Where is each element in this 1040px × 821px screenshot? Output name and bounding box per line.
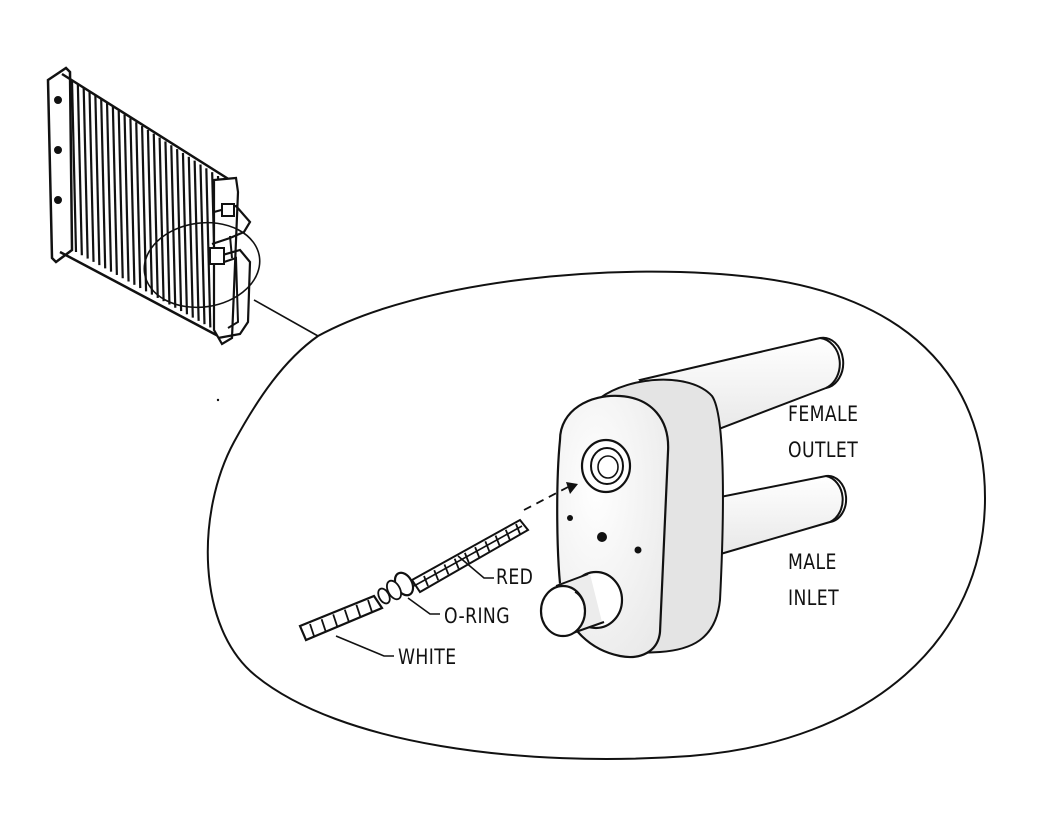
sensor-probe xyxy=(298,482,578,642)
label-white: WHITE xyxy=(398,645,457,669)
probe-section-red xyxy=(423,523,521,587)
label-female: FEMALE xyxy=(788,402,859,426)
label-leaders xyxy=(335,555,494,657)
label-inlet: INLET xyxy=(788,586,840,610)
label-red: RED xyxy=(496,565,534,589)
heat-exchanger-fins xyxy=(70,79,224,335)
enlarged-view-outline xyxy=(206,270,987,760)
insertion-path xyxy=(523,485,571,511)
detail-circle xyxy=(143,221,261,309)
mount-hole xyxy=(634,546,642,554)
mount-hole xyxy=(567,515,573,521)
mount-hole xyxy=(597,532,607,542)
label-o-ring: O-RING xyxy=(444,604,510,628)
heat-exchanger xyxy=(46,66,252,346)
label-male: MALE xyxy=(788,550,837,574)
detail-leader-line xyxy=(253,299,319,337)
probe-section-white xyxy=(309,599,373,637)
label-outlet: OUTLET xyxy=(788,438,859,462)
inlet-spigot xyxy=(539,570,624,638)
